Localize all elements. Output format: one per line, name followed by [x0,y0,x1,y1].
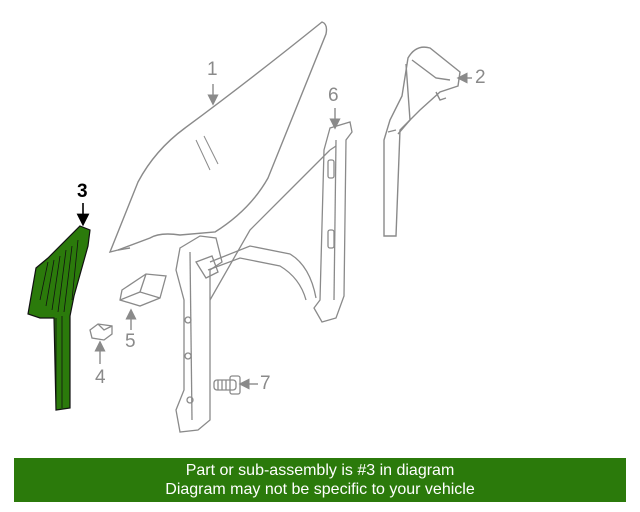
callout-number-7: 7 [260,373,271,394]
banner-part-line: Part or sub-assembly is #3 in diagram [185,462,455,479]
window-regulator-part-6 [175,121,353,433]
clip-part-4 [89,323,113,341]
pad-part-5 [119,273,167,307]
highlighted-part-3 [27,225,91,411]
callout-number-4: 4 [95,367,106,388]
exploded-parts-diagram [27,21,472,433]
glass-run-channel-part [383,46,461,237]
door-glass-part [108,21,328,254]
callout-number-3: 3 [77,181,88,202]
banner-disclaimer-line: Diagram may not be specific to your vehi… [165,481,475,498]
callout-number-1: 1 [207,59,218,80]
callout-number-6: 6 [328,85,339,106]
callout-number-5: 5 [125,331,136,352]
diagram-info-banner: Part or sub-assembly is #3 in diagram Di… [14,458,626,502]
bolt-part-7 [213,375,241,395]
callout-number-2: 2 [475,67,486,88]
